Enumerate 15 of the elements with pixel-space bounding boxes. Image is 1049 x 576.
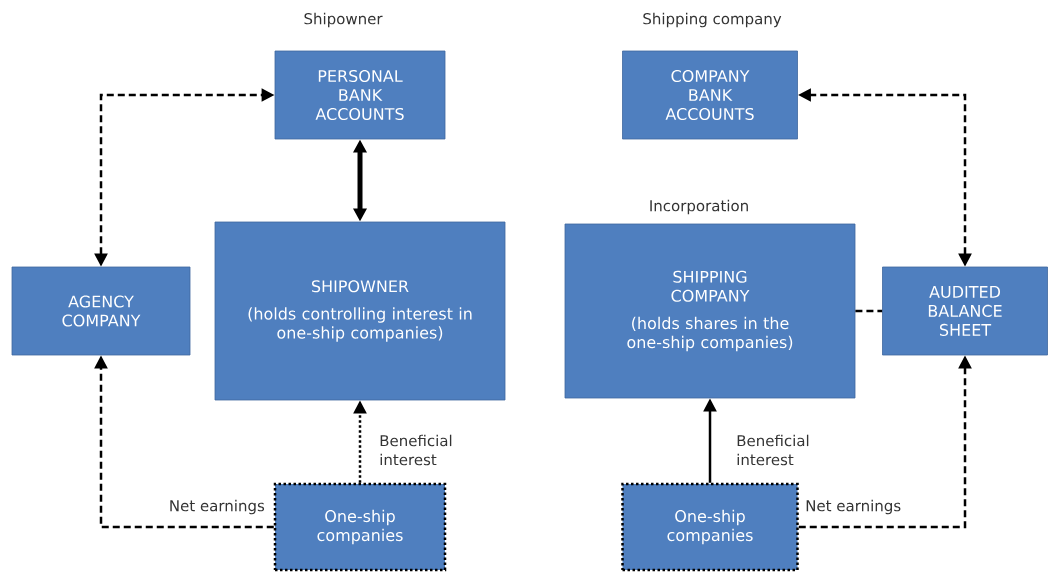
heading: Shipping company [643,12,782,28]
edge-label: Beneficial interest [737,434,809,466]
edge-label: Net earnings [806,499,901,515]
entity-box: SHIPOWNER (holds controlling interest in one-ship companies) [214,221,506,401]
entity-box: AGENCY COMPANY [11,266,191,356]
one-ship-companies-box: One-ship companies [621,482,799,572]
heading: Incorporation [650,199,748,215]
entity-box: AUDITED BALANCE SHEET [882,266,1048,356]
edge-label: Beneficial interest [380,434,452,466]
entity-box: SHIPPING COMPANY (holds shares in the one-ship companies) [564,223,856,399]
heading: Shipowner [304,12,383,28]
one-ship-companies-box: One-ship companies [273,482,447,572]
entity-box: COMPANY BANK ACCOUNTS [622,50,798,140]
edge-label: Net earnings [170,499,265,515]
entity-box: PERSONAL BANK ACCOUNTS [274,50,446,140]
